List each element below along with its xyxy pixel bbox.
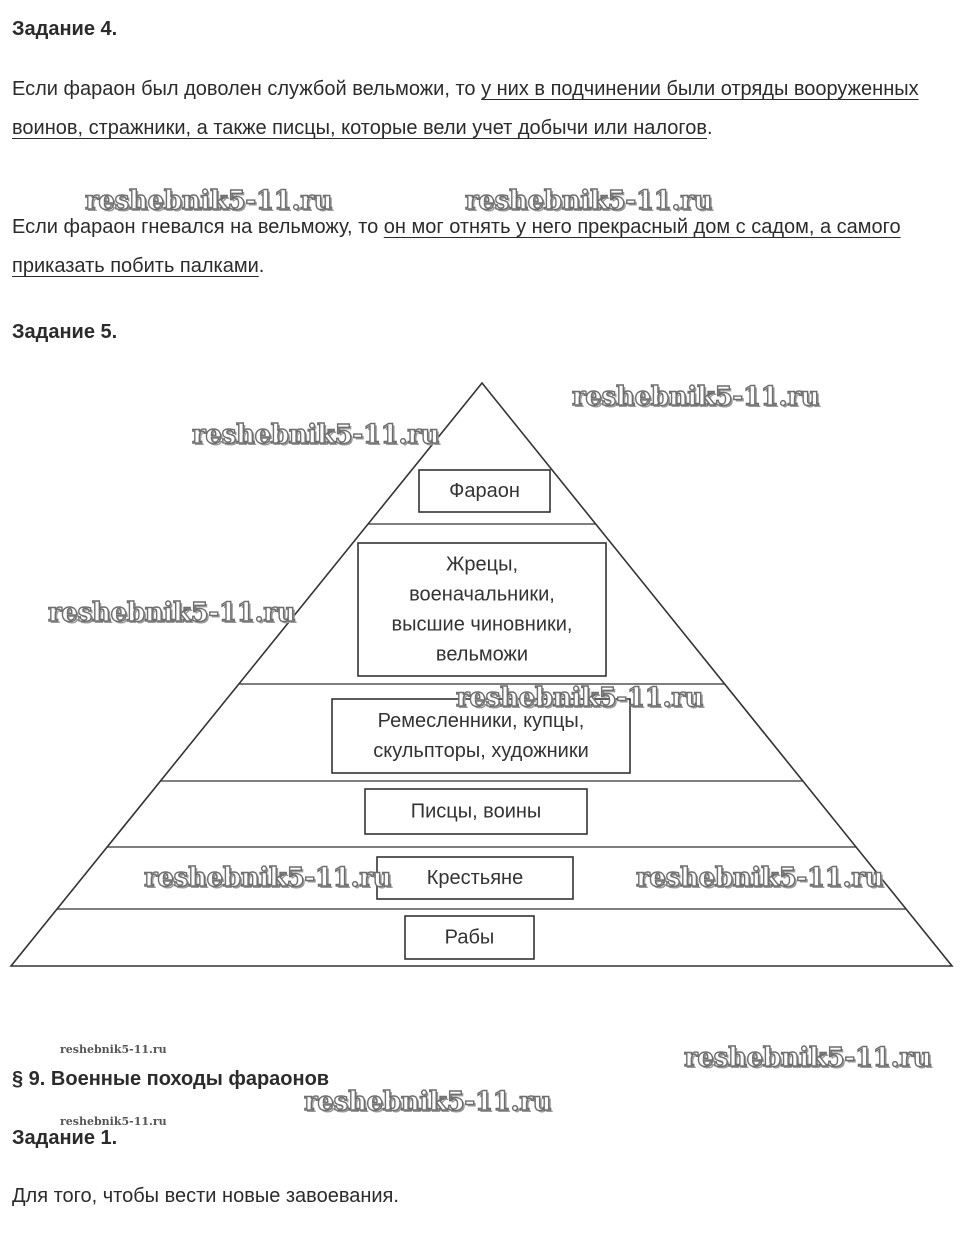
- watermark: reshebnik5-11.ru: [683, 1042, 932, 1073]
- task4-p2-text: Если фараон гневался на вельможу, то: [12, 216, 384, 238]
- section9-task1-answer: Для того, чтобы вести новые завоевания.: [12, 1185, 399, 1207]
- task4-p2-end: .: [258, 255, 265, 277]
- task4-p1-answer: у них в подчинении были отряды вооруженн…: [12, 78, 919, 139]
- task5-title: Задание 5.: [12, 321, 118, 343]
- watermark-small: reshebnik5-11.ru: [60, 1115, 167, 1128]
- task4-p2-answer: он мог отнять у него прекрасный дом с са…: [12, 216, 901, 277]
- pyramid-level-4: Писцы, воины: [364, 788, 588, 835]
- pyramid-level-box: [376, 856, 574, 900]
- pyramid-level-3: Ремесленники, купцы, скульпторы, художник…: [331, 698, 631, 774]
- pyramid-level-box: [357, 542, 607, 677]
- pyramid-level-box: [364, 788, 588, 835]
- pyramid-level-label: Рабы: [445, 927, 495, 949]
- pyramid-level-box: [418, 469, 551, 513]
- watermark-small: reshebnik5-11.ru: [60, 1043, 167, 1056]
- pyramid-level-label: военачальники,: [409, 584, 555, 606]
- pyramid-level-label: Ремесленники, купцы,: [378, 710, 585, 732]
- task4-paragraph-1: Если фараон был доволен службой вельможи…: [12, 70, 942, 148]
- task4-p1-end: .: [707, 117, 713, 139]
- section9-title: § 9. Военные походы фараонов: [12, 1068, 330, 1090]
- pyramid-level-6: Рабы: [404, 915, 535, 960]
- pyramid-level-1: Фараон: [418, 469, 551, 513]
- pyramid-level-label: Писцы, воины: [411, 801, 542, 823]
- pyramid-level-label: вельможи: [436, 644, 528, 666]
- pyramid-level-label: Фараон: [449, 480, 520, 502]
- pyramid-level-label: высшие чиновники,: [392, 614, 573, 636]
- pyramid-triangle: [9, 381, 954, 967]
- pyramid-level-label: Крестьяне: [427, 867, 523, 889]
- section9-task1-title: Задание 1.: [12, 1127, 118, 1149]
- watermark: reshebnik5-11.ru: [303, 1086, 552, 1117]
- pyramid-level-label: Жрецы,: [446, 554, 518, 576]
- pyramid-level-box: [331, 698, 631, 774]
- task4-paragraph-2: Если фараон гневался на вельможу, то он …: [12, 208, 942, 286]
- pyramid-level-box: [404, 915, 535, 960]
- pyramid-level-label: скульпторы, художники: [373, 740, 589, 762]
- pyramid-outline: [9, 381, 954, 967]
- pyramid-level-5: Крестьяне: [376, 856, 574, 900]
- task4-title: Задание 4.: [12, 18, 118, 40]
- pyramid-level-2: Жрецы, военачальники, высшие чиновники, вел…: [357, 542, 607, 677]
- task4-p1-text: Если фараон был доволен службой вельможи…: [12, 78, 482, 100]
